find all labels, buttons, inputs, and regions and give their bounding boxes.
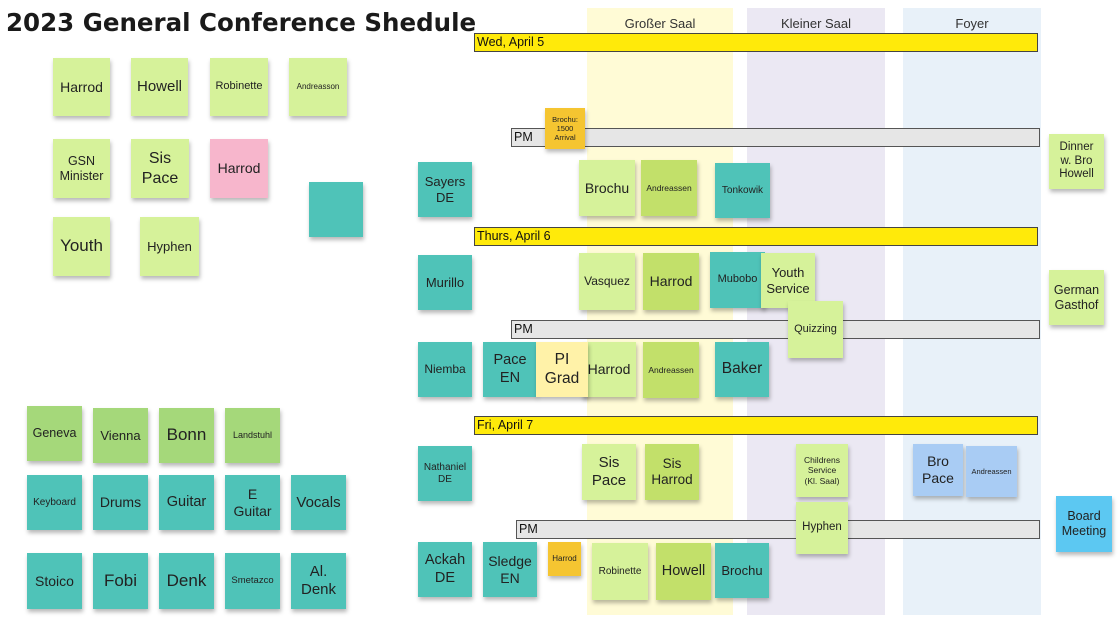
column-grosser-saal (587, 8, 733, 615)
sticky-note[interactable]: Sis Harrod (645, 444, 699, 500)
day-bar-fri[interactable]: Fri, April 7 (474, 416, 1038, 435)
sticky-note[interactable]: Keyboard (27, 475, 82, 530)
sticky-note[interactable]: Ackah DE (418, 542, 472, 597)
sticky-note[interactable]: Howell (131, 58, 188, 116)
sticky-note[interactable]: Sayers DE (418, 162, 472, 217)
sticky-note[interactable]: Harrod (210, 139, 268, 198)
sticky-note[interactable]: German Gasthof (1049, 270, 1104, 325)
sticky-note[interactable]: Mubobo (710, 252, 765, 308)
sticky-note[interactable]: Andreassen (966, 446, 1017, 497)
sticky-note[interactable]: Brochu (579, 160, 635, 216)
sticky-note[interactable]: Brochu (715, 543, 769, 598)
sticky-note[interactable]: Vasquez (579, 253, 635, 310)
column-header-foyer: Foyer (955, 16, 989, 31)
sticky-note[interactable]: Youth Service (761, 253, 815, 308)
pm-bar-wed[interactable]: PM (511, 128, 1040, 147)
sticky-note[interactable]: Murillo (418, 255, 472, 310)
day-bar-thu[interactable]: Thurs, April 6 (474, 227, 1038, 246)
sticky-note[interactable]: Andreasson (289, 58, 347, 116)
sticky-note[interactable]: GSN Minister (53, 139, 110, 198)
sticky-note[interactable]: Bonn (159, 408, 214, 463)
sticky-note[interactable]: Al. Denk (291, 553, 346, 609)
sticky-note[interactable]: Sis Pace (582, 444, 636, 500)
sticky-note[interactable]: Geneva (27, 406, 82, 461)
sticky-note[interactable]: Denk (159, 553, 214, 609)
sticky-note[interactable]: Sledge EN (483, 542, 537, 597)
day-bar-wed[interactable]: Wed, April 5 (474, 33, 1038, 52)
sticky-note-blank[interactable] (309, 182, 363, 237)
sticky-note[interactable]: Smetazco (225, 553, 280, 609)
sticky-note[interactable]: Howell (656, 543, 711, 600)
sticky-note[interactable]: PI Grad (536, 342, 588, 397)
sticky-note[interactable]: Hyphen (796, 502, 848, 554)
sticky-note[interactable]: E Guitar (225, 475, 280, 530)
board-title: 2023 General Conference Shedule (6, 8, 477, 37)
sticky-note[interactable]: Andreassen (643, 342, 699, 398)
sticky-note[interactable]: Harrod (643, 253, 699, 310)
pm-bar-thu[interactable]: PM (511, 320, 1040, 339)
column-foyer (903, 8, 1041, 615)
sticky-note[interactable]: Pace EN (483, 342, 537, 397)
sticky-note[interactable]: Nathaniel DE (418, 446, 472, 501)
sticky-note[interactable]: Harrod (582, 342, 636, 397)
sticky-note[interactable]: Harrod (53, 58, 110, 116)
pm-bar-fri[interactable]: PM (516, 520, 1040, 539)
sticky-note[interactable]: Vienna (93, 408, 148, 463)
sticky-note[interactable]: Harrod (548, 542, 581, 576)
sticky-note[interactable]: Robinette (210, 58, 268, 116)
column-header-grosser-saal: Großer Saal (624, 16, 696, 31)
sticky-note[interactable]: Bro Pace (913, 444, 963, 496)
sticky-note[interactable]: Vocals (291, 475, 346, 530)
sticky-note[interactable]: Andreassen (641, 160, 697, 216)
sticky-note[interactable]: Baker (715, 342, 769, 397)
sticky-note[interactable]: Guitar (159, 475, 214, 530)
sticky-note[interactable]: Hyphen (140, 217, 199, 276)
column-header-kleiner-saal: Kleiner Saal (780, 16, 852, 31)
sticky-note[interactable]: Drums (93, 475, 148, 530)
sticky-note[interactable]: Brochu: 1500 Arrival (545, 108, 585, 149)
sticky-note[interactable]: Tonkowik (715, 163, 770, 218)
sticky-note[interactable]: Niemba (418, 342, 472, 397)
sticky-note[interactable]: Robinette (592, 543, 648, 600)
sticky-note[interactable]: Fobi (93, 553, 148, 609)
sticky-note[interactable]: Sis Pace (131, 139, 189, 198)
sticky-note[interactable]: Board Meeting (1056, 496, 1112, 552)
sticky-note[interactable]: Landstuhl (225, 408, 280, 463)
sticky-note[interactable]: Youth (53, 217, 110, 276)
sticky-note[interactable]: Childrens Service (Kl. Saal) (796, 444, 848, 497)
sticky-note[interactable]: Quizzing (788, 301, 843, 358)
sticky-note[interactable]: Dinner w. Bro Howell (1049, 134, 1104, 189)
sticky-note[interactable]: Stoico (27, 553, 82, 609)
